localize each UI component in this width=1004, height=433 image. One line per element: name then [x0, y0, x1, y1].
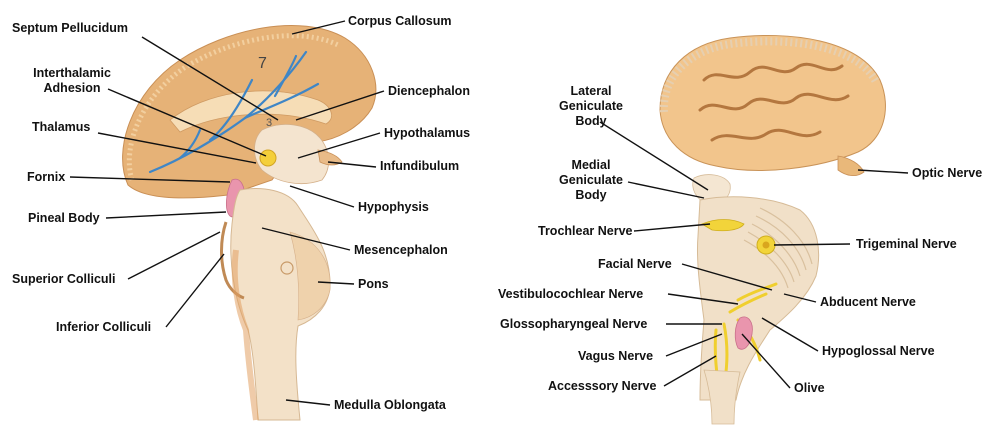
- label-hypothalamus: Hypothalamus: [384, 126, 470, 141]
- leader-hypophysis: [290, 186, 354, 207]
- label-glossopharyngeal-nerve: Glossopharyngeal Nerve: [500, 317, 647, 332]
- interthalamic-adhesion-spot: [260, 150, 276, 166]
- label-infundibulum: Infundibulum: [380, 159, 459, 174]
- label-facial-nerve: Facial Nerve: [598, 257, 672, 272]
- trigeminal-nerve-core: [763, 242, 770, 249]
- leader-superior-colliculi: [128, 232, 220, 279]
- label-lateral-geniculate-body: Lateral Geniculate Body: [556, 84, 626, 129]
- brainstem-nerve-model: [660, 35, 885, 424]
- label-vagus-nerve: Vagus Nerve: [578, 349, 653, 364]
- label-pineal-body: Pineal Body: [28, 211, 100, 226]
- label-olive: Olive: [794, 381, 825, 396]
- label-vestibulocochlear-nerve: Vestibulocochlear Nerve: [498, 287, 643, 302]
- label-trochlear-nerve: Trochlear Nerve: [538, 224, 633, 239]
- midsagittal-brain-model: 3 7: [123, 25, 376, 420]
- label-hypoglossal-nerve: Hypoglossal Nerve: [822, 344, 935, 359]
- label-hypophysis: Hypophysis: [358, 200, 429, 215]
- label-inferior-colliculi: Inferior Colliculi: [56, 320, 151, 335]
- label-superior-colliculi: Superior Colliculi: [12, 272, 116, 287]
- label-optic-nerve: Optic Nerve: [912, 166, 982, 181]
- label-medial-geniculate-body: Medial Geniculate Body: [556, 158, 626, 203]
- label-trigeminal-nerve: Trigeminal Nerve: [856, 237, 957, 252]
- label-pons: Pons: [358, 277, 389, 292]
- label-interthalamic-adhesion: Interthalamic Adhesion: [26, 66, 118, 96]
- model-number-3: 3: [266, 117, 272, 129]
- label-abducent-nerve: Abducent Nerve: [820, 295, 916, 310]
- optic-nerve-stub: [838, 156, 864, 176]
- leader-pineal-body: [106, 212, 226, 218]
- model-number-7: 7: [258, 55, 267, 72]
- label-septum-pellucidum: Septum Pellucidum: [12, 21, 128, 36]
- label-medulla-oblongata: Medulla Oblongata: [334, 398, 446, 413]
- label-thalamus: Thalamus: [32, 120, 90, 135]
- leader-trigeminal-nerve: [774, 244, 850, 245]
- label-mesencephalon: Mesencephalon: [354, 243, 448, 258]
- label-diencephalon: Diencephalon: [388, 84, 470, 99]
- leader-inferior-colliculi: [166, 254, 224, 327]
- label-fornix: Fornix: [27, 170, 65, 185]
- leader-optic-nerve: [858, 170, 908, 173]
- label-accessory-nerve: Accesssory Nerve: [548, 379, 656, 394]
- leader-hypoglossal-nerve: [762, 318, 818, 351]
- label-corpus-callosum: Corpus Callosum: [348, 14, 452, 29]
